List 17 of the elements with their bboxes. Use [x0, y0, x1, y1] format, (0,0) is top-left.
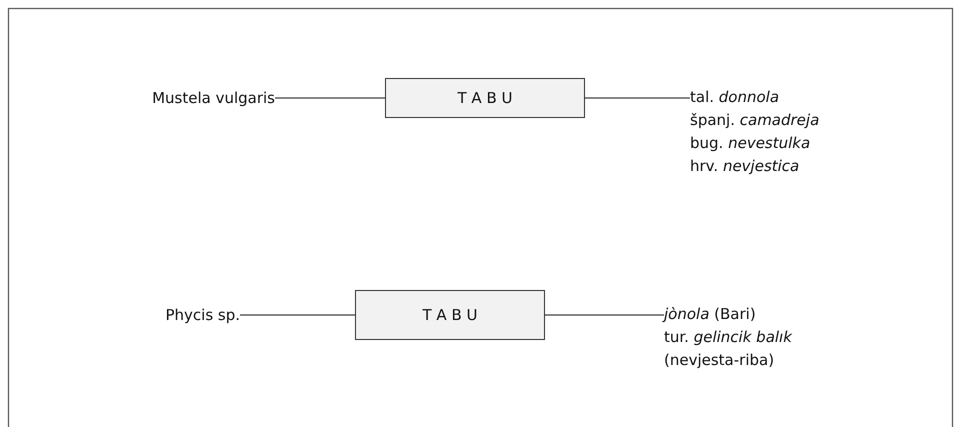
name-line: bug. nevestulka [690, 133, 810, 154]
name-line: jònola (Bari) [664, 304, 756, 325]
box-label: T A B U [422, 304, 478, 326]
species-name: Mustela vulgaris [152, 88, 275, 108]
connector-line [275, 97, 385, 99]
tabu-box [355, 290, 545, 340]
connector-line [240, 314, 355, 316]
name-line: (nevjesta-riba) [664, 350, 774, 371]
name-line: španj. camadreja [690, 110, 820, 131]
connector-line [585, 97, 690, 99]
name-line: tur. gelincik balık [664, 327, 792, 348]
name-line: tal. donnola [690, 87, 780, 108]
tabu-box [385, 78, 585, 118]
species-name: Phycis sp. [165, 304, 240, 326]
box-label: T A B U [458, 88, 512, 108]
connector-line [545, 314, 664, 316]
name-line: hrv. nevjestica [690, 156, 800, 177]
